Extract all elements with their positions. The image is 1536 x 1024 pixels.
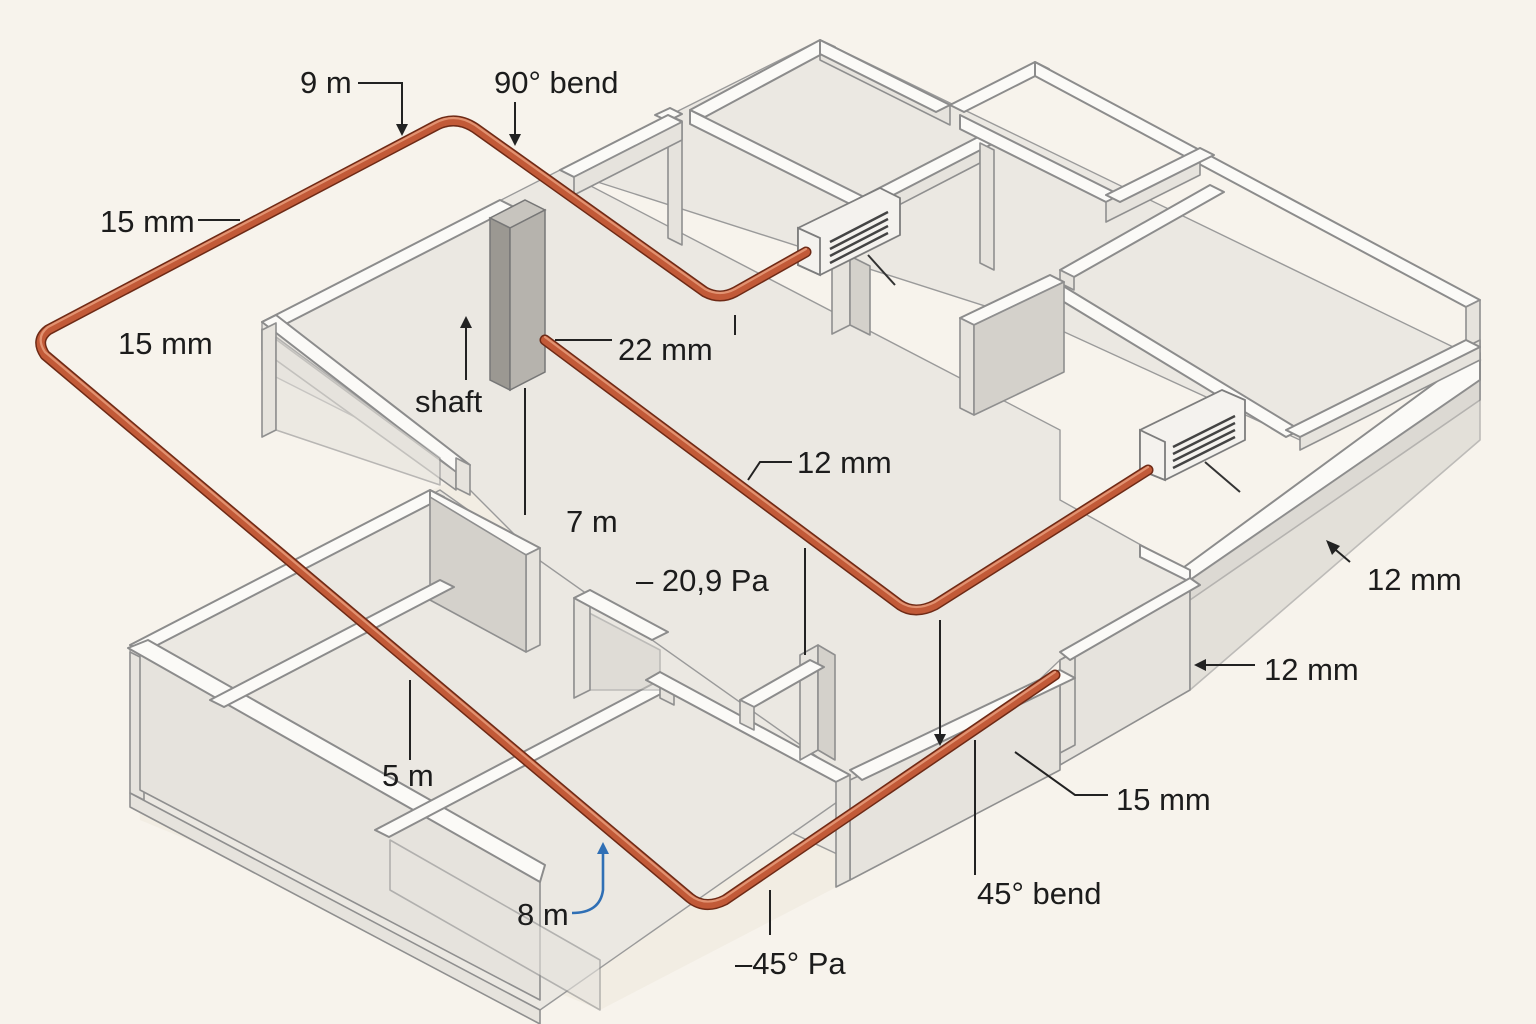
wall-mounted-ac-unit-icon xyxy=(1139,389,1246,493)
label-pipe-15mm-lower: 15 mm xyxy=(1116,782,1211,817)
leader-lines xyxy=(198,82,1351,935)
label-run-5m: 5 m xyxy=(382,758,434,793)
label-bend-90: 90° bend xyxy=(494,65,618,100)
dimension-labels: 9 m 90° bend 15 mm 15 mm shaft 22 mm 12 … xyxy=(100,65,1462,981)
label-pipe-12mm-center: 12 mm xyxy=(797,445,892,480)
label-bend-45: 45° bend xyxy=(977,876,1101,911)
label-pipe-12mm-right-lower: 12 mm xyxy=(1264,652,1359,687)
label-shaft: shaft xyxy=(415,384,483,419)
shaft-column xyxy=(488,199,547,392)
wall-mounted-ac-unit-icon xyxy=(797,186,901,286)
label-pipe-12mm-right-upper: 12 mm xyxy=(1367,562,1462,597)
label-pipe-15mm-upper: 15 mm xyxy=(100,204,195,239)
label-pressure-20-9: – 20,9 Pa xyxy=(636,563,769,598)
label-pressure-45: –45° Pa xyxy=(735,946,846,981)
label-run-7m: 7 m xyxy=(566,504,618,539)
walls xyxy=(127,39,1481,1024)
label-run-9m: 9 m xyxy=(300,65,352,100)
refrigerant-pipe-branch xyxy=(539,334,1154,616)
label-pipe-15mm-mid: 15 mm xyxy=(118,326,213,361)
refrigerant-pipe-loop xyxy=(35,115,1061,910)
label-pipe-22mm: 22 mm xyxy=(618,332,713,367)
label-run-8m: 8 m xyxy=(517,897,569,932)
